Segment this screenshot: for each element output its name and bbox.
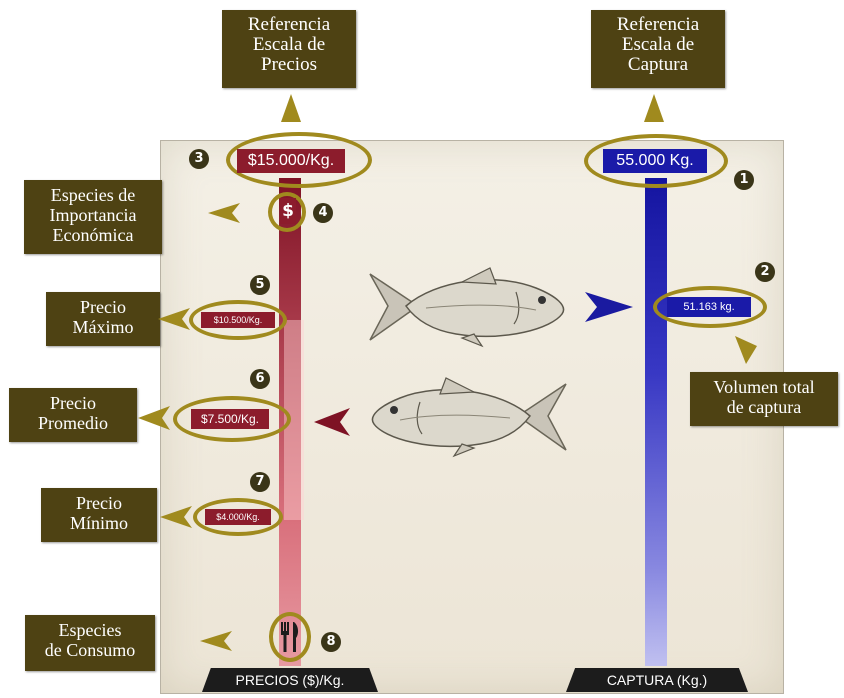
highlight-ring — [189, 300, 287, 340]
callout-consumo: Especies de Consumo — [25, 615, 155, 671]
price-avg-value: $7.500/Kg. — [191, 409, 269, 429]
marker-8: 8 — [321, 632, 341, 652]
marker-4: 4 — [313, 203, 333, 223]
price-scale-value: $15.000/Kg. — [237, 149, 345, 173]
callout-volumen-total: Volumen total de captura — [690, 372, 838, 426]
highlight-ring — [269, 612, 311, 662]
marker-3: 3 — [189, 149, 209, 169]
callout-ref-precios: Referencia Escala de Precios — [222, 10, 356, 88]
highlight-ring — [226, 132, 372, 188]
price-min-value: $4.000/Kg. — [205, 509, 271, 525]
arrow-left-icon — [314, 408, 350, 436]
catch-scale-value: 55.000 Kg. — [603, 149, 707, 173]
highlight-ring — [193, 498, 283, 536]
volume-value: 51.163 kg. — [667, 297, 751, 317]
callout-precio-minimo: Precio Mínimo — [41, 488, 157, 542]
callout-importancia: Especies de Importancia Económica — [24, 180, 162, 254]
arrow-left-icon — [160, 506, 192, 528]
highlight-ring — [653, 286, 767, 328]
callout-ref-captura: Referencia Escala de Captura — [591, 10, 725, 88]
fish-icon — [369, 267, 565, 348]
highlight-ring — [584, 134, 728, 188]
arrow-left-icon — [138, 406, 170, 430]
marker-1: 1 — [734, 170, 754, 190]
arrow-down-icon — [735, 336, 757, 364]
marker-2: 2 — [755, 262, 775, 282]
arrow-left-icon — [208, 203, 240, 223]
arrow-left-icon — [158, 308, 190, 330]
footer-precios: PRECIOS ($)/Kg. — [202, 668, 378, 692]
price-max-value: $10.500/Kg. — [201, 312, 275, 328]
arrow-right-icon — [585, 292, 633, 322]
callout-precio-maximo: Precio Máximo — [46, 292, 160, 346]
arrow-left-icon — [200, 631, 232, 651]
marker-6: 6 — [250, 369, 270, 389]
fork-knife-icon — [281, 622, 299, 652]
arrow-up-icon — [644, 94, 664, 122]
footer-captura: CAPTURA (Kg.) — [566, 668, 748, 692]
marker-7: 7 — [250, 472, 270, 492]
arrow-up-icon — [281, 94, 301, 122]
fish-icon — [371, 377, 567, 458]
highlight-ring — [173, 396, 291, 442]
marker-5: 5 — [250, 275, 270, 295]
dollar-icon: $ — [280, 198, 296, 224]
price-range-band — [284, 320, 304, 520]
catch-scale-bar — [645, 178, 667, 666]
highlight-ring — [268, 192, 306, 232]
callout-precio-promedio: Precio Promedio — [9, 388, 137, 442]
